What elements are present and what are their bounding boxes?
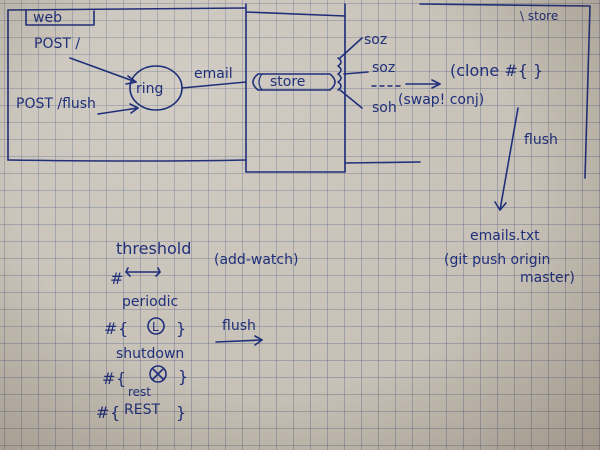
brace-open-1: { <box>118 319 128 338</box>
clock-icon <box>147 317 165 335</box>
brace-open-3: { <box>110 403 120 422</box>
store-bottom-extension <box>344 161 421 164</box>
branch-soz1 <box>339 37 363 59</box>
soh-label: soh <box>372 100 397 116</box>
cancel-circle-icon <box>149 365 167 383</box>
post-flush-arrowhead <box>129 103 139 114</box>
git-push-line2: master) <box>520 270 575 286</box>
post-flush-label: POST /flush <box>16 96 96 112</box>
clone-arrowhead <box>431 79 441 89</box>
store-pill-left-cap <box>258 73 263 91</box>
flush-down-arrowhead <box>494 201 507 211</box>
web-bottom-border <box>7 159 247 162</box>
store-region-box <box>245 3 346 173</box>
rest-caps-label: REST <box>124 402 160 418</box>
brace-open-2: { <box>116 369 126 388</box>
threshold-right-arrowhead <box>155 267 161 277</box>
coil-spring <box>337 57 342 91</box>
post-root-arrow <box>69 57 137 83</box>
store-pill <box>252 73 336 91</box>
right-outer-border <box>419 3 591 179</box>
ring-label: ring <box>136 81 163 97</box>
hash-3: # <box>102 369 115 388</box>
web-label: web <box>33 10 62 26</box>
shutdown-label: shutdown <box>116 346 184 362</box>
flush-down-arrow <box>499 107 519 211</box>
rest-label: rest <box>128 385 151 399</box>
email-arrow <box>181 81 247 89</box>
threshold-left-arrowhead <box>125 267 131 277</box>
emails-txt-label: emails.txt <box>470 228 540 244</box>
swap-conj-label: (swap! conj) <box>398 92 484 108</box>
brace-close-3: } <box>176 403 186 422</box>
branch-soz2 <box>343 71 369 75</box>
store-corner-label: \ store <box>520 9 558 23</box>
flush-side-arrowhead <box>254 335 263 346</box>
post-root-arrowhead <box>125 75 137 85</box>
flush-arrow-label: flush <box>524 132 558 148</box>
flush-side-label: flush <box>222 318 256 334</box>
brace-close-1: } <box>176 319 186 338</box>
clone-map-label: (clone #{ } <box>450 61 543 80</box>
threshold-label: threshold <box>116 239 191 258</box>
post-root-label: POST / <box>34 36 80 52</box>
soz1-label: soz <box>364 32 387 48</box>
flush-side-arrow <box>215 339 263 343</box>
soz2-label: soz <box>372 60 395 76</box>
hash-2: # <box>104 319 117 338</box>
email-label: email <box>194 66 233 82</box>
hash-4: # <box>96 403 109 422</box>
add-watch-label: (add-watch) <box>214 252 298 268</box>
periodic-label: periodic <box>122 294 178 310</box>
post-flush-arrow <box>97 107 139 115</box>
cancel-cross-icon <box>152 368 164 380</box>
brace-close-2: } <box>178 367 188 386</box>
store-label: store <box>270 74 305 90</box>
git-push-line1: (git push origin <box>444 252 550 268</box>
clock-char: L <box>152 320 159 334</box>
web-top-border <box>7 7 247 11</box>
hash-1: # <box>110 269 123 288</box>
web-label-box <box>25 9 95 26</box>
branch-soh <box>339 89 363 109</box>
